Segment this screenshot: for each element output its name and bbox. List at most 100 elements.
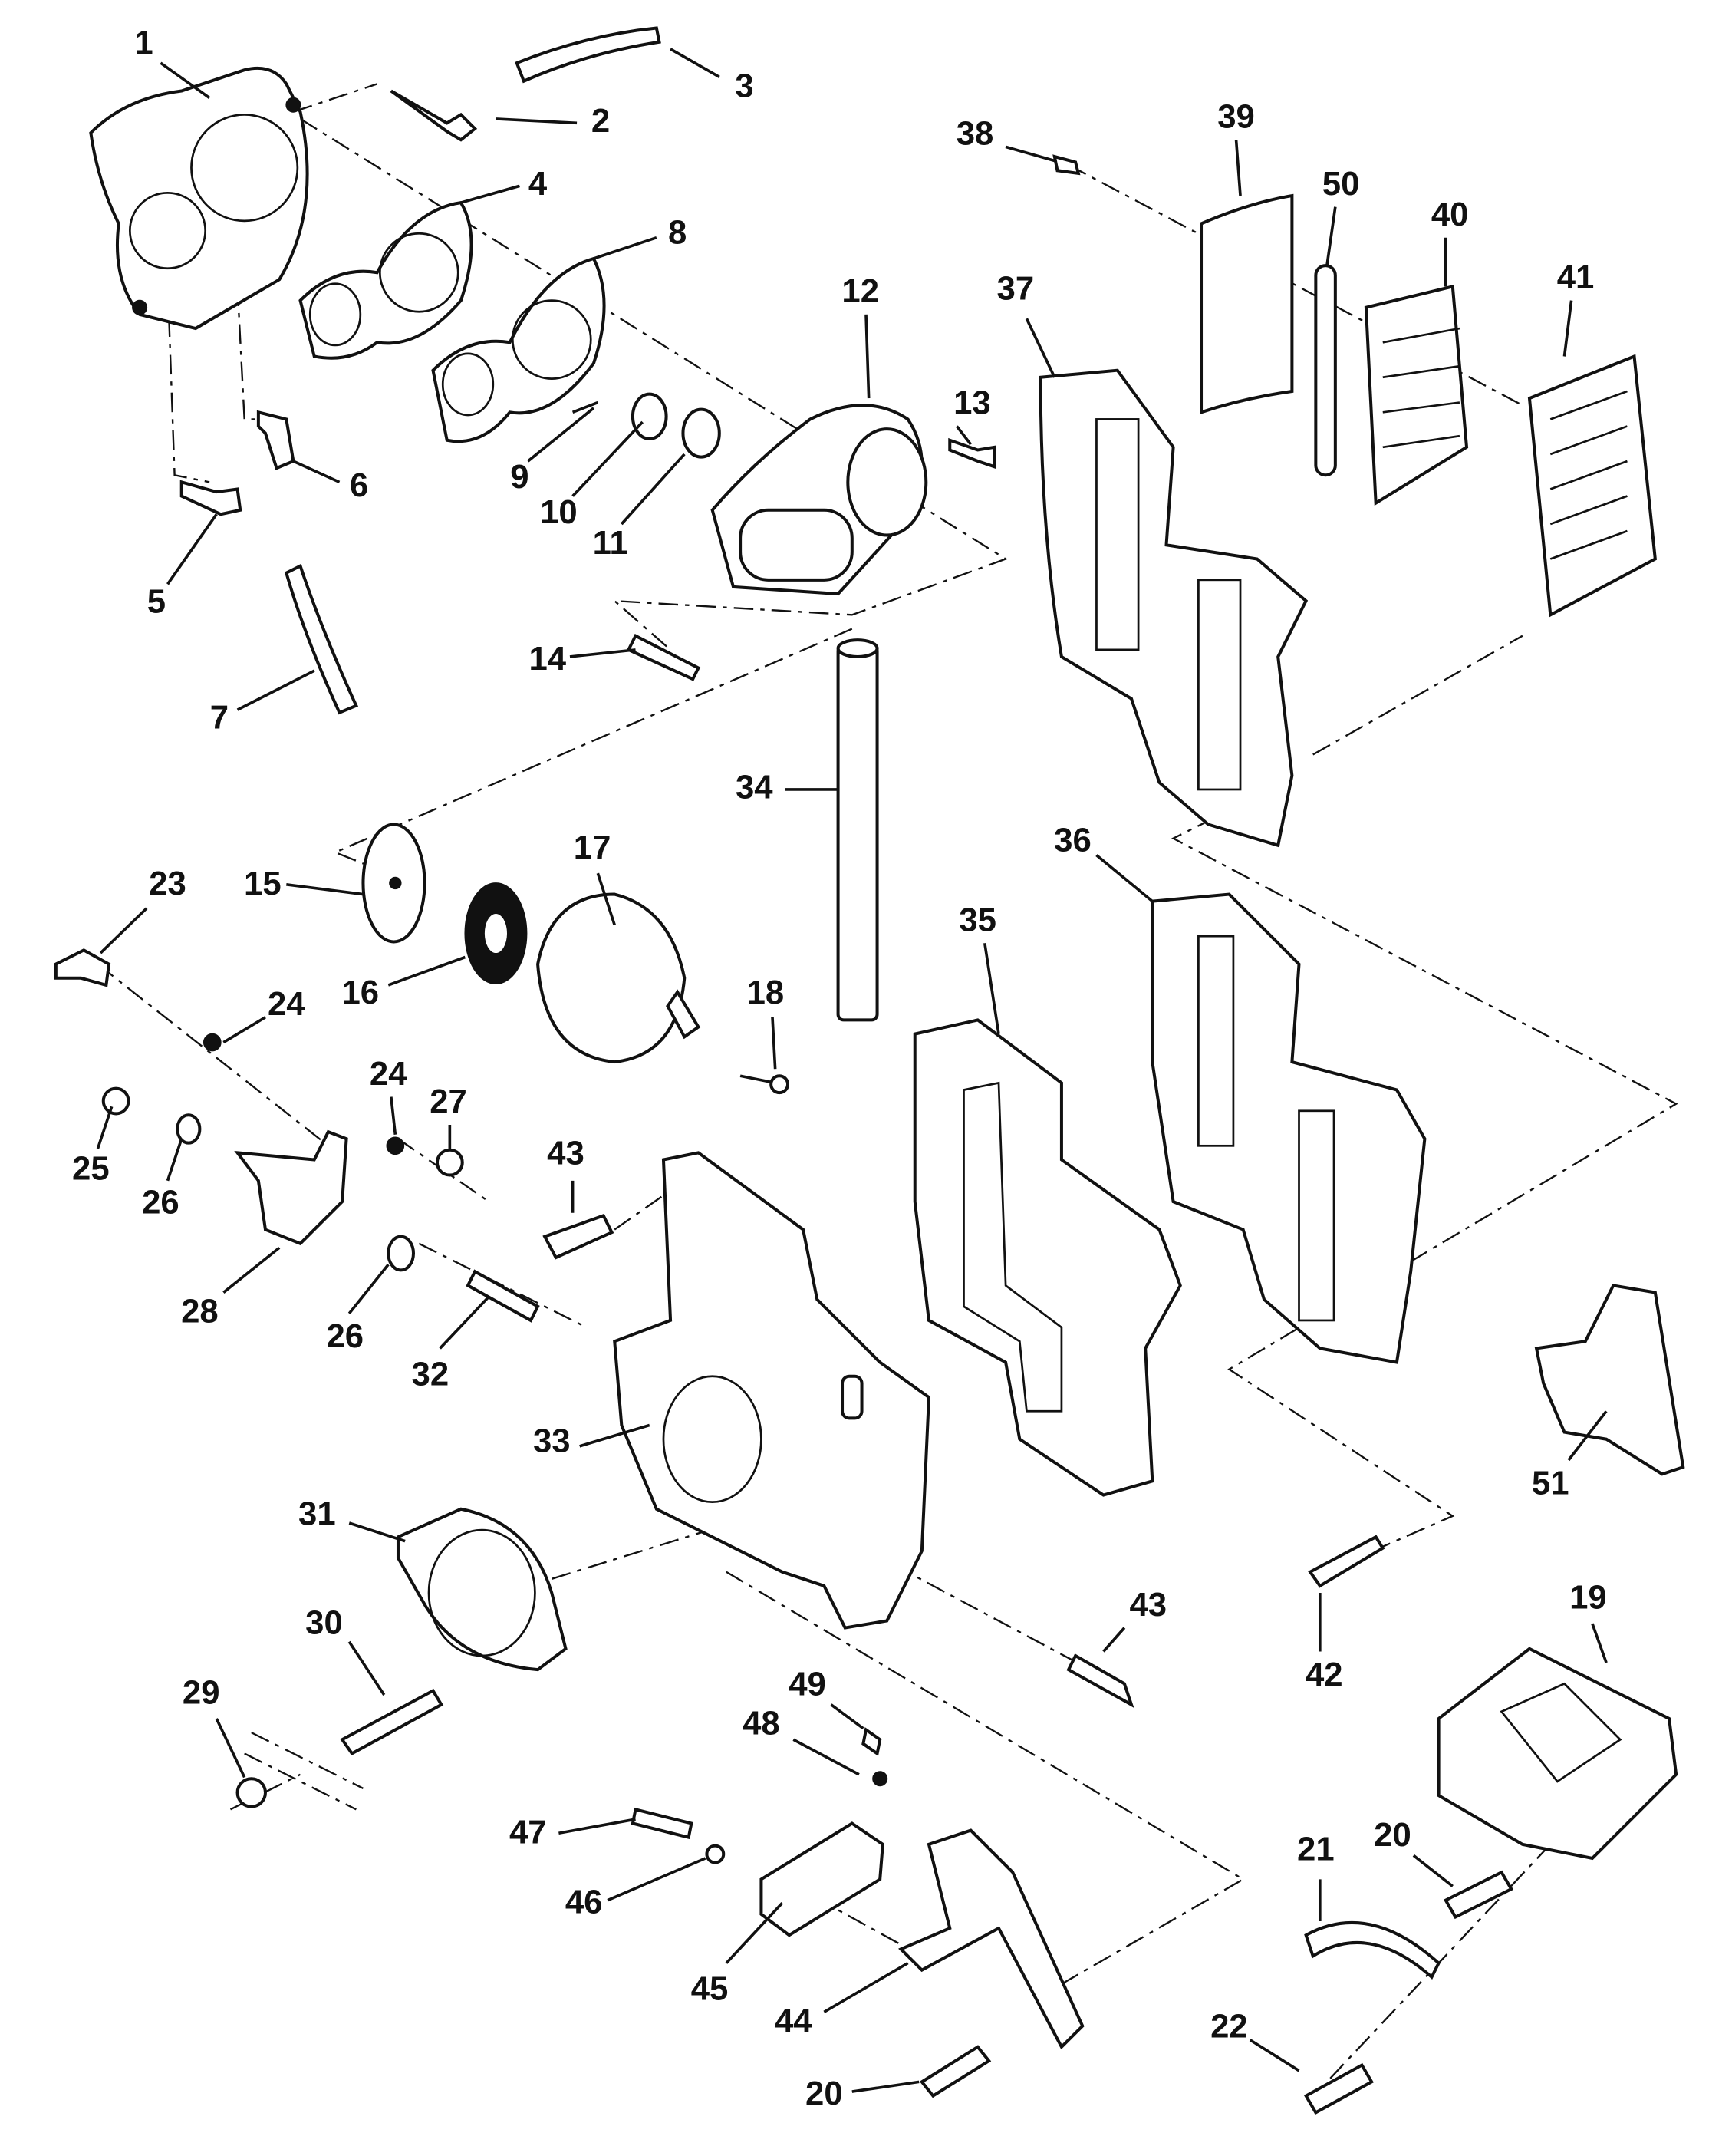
callout-51: 51 xyxy=(1532,1464,1569,1502)
part-30-stud xyxy=(340,1688,444,1756)
callout-22: 22 xyxy=(1210,2008,1248,2046)
part-12-starter xyxy=(710,404,928,596)
part-3-hose xyxy=(515,26,661,84)
callout-6: 6 xyxy=(350,466,368,504)
callout-39: 39 xyxy=(1217,97,1255,135)
callout-23: 23 xyxy=(149,865,186,902)
callout-36: 36 xyxy=(1054,822,1092,859)
callout-13: 13 xyxy=(953,384,991,422)
callout-20: 20 xyxy=(805,2075,843,2112)
callout-7: 7 xyxy=(210,698,229,736)
callout-26: 26 xyxy=(142,1183,179,1221)
callout-2: 2 xyxy=(591,102,610,140)
callout-34: 34 xyxy=(736,769,773,806)
callout-5: 5 xyxy=(147,582,166,620)
leader-lines xyxy=(96,48,1608,2093)
part-35-gasket xyxy=(913,1018,1182,1497)
callout-48: 48 xyxy=(743,1705,780,1742)
part-33-intake xyxy=(613,1151,930,1630)
callout-38: 38 xyxy=(957,114,994,152)
callout-16: 16 xyxy=(342,974,380,1011)
callout-25: 25 xyxy=(72,1150,110,1188)
part-27-nut xyxy=(435,1148,464,1177)
callout-32: 32 xyxy=(412,1355,449,1393)
callout-29: 29 xyxy=(183,1674,220,1712)
part-45-block xyxy=(759,1821,884,1937)
callout-21: 21 xyxy=(1297,1830,1335,1868)
callout-24: 24 xyxy=(268,985,305,1023)
callout-26: 26 xyxy=(326,1317,364,1355)
callout-37: 37 xyxy=(997,269,1035,307)
part-43-bolt xyxy=(542,1213,1134,1708)
part-8-gasket xyxy=(431,256,606,443)
part-46-washer xyxy=(705,1844,726,1864)
part-15-plate xyxy=(361,823,426,944)
part-49-screw xyxy=(861,1727,882,1756)
part-32-stud xyxy=(466,1269,540,1323)
part-42-screw xyxy=(1308,1535,1385,1588)
part-1-housing xyxy=(89,66,309,331)
callout-19: 19 xyxy=(1569,1579,1607,1617)
callout-labels: 1 2 3 4 8 12 13 38 39 50 40 41 37 5 6 9 … xyxy=(72,24,1607,2112)
part-51-bracket xyxy=(1534,1284,1685,1476)
callout-30: 30 xyxy=(305,1604,343,1641)
part-13-bolt xyxy=(948,437,996,470)
part-21-clamp xyxy=(1304,1920,1441,1980)
callout-3: 3 xyxy=(735,67,753,104)
part-6-elbow xyxy=(256,410,295,470)
callout-24: 24 xyxy=(370,1055,407,1093)
part-36-gasket xyxy=(1151,892,1427,1364)
callout-8: 8 xyxy=(668,214,687,252)
part-22-screw xyxy=(1303,2062,1374,2115)
part-48-spring xyxy=(872,1771,888,1787)
part-9-10-11 xyxy=(571,392,721,459)
part-34-tube xyxy=(836,638,879,1022)
callout-28: 28 xyxy=(181,1292,219,1330)
part-18-pin xyxy=(739,1074,790,1095)
callout-33: 33 xyxy=(533,1422,571,1460)
callout-14: 14 xyxy=(529,640,567,677)
callout-41: 41 xyxy=(1557,259,1595,296)
part-5-bolt xyxy=(179,480,242,516)
part-14-fitting xyxy=(626,633,701,681)
callout-27: 27 xyxy=(430,1083,467,1120)
callout-12: 12 xyxy=(841,272,879,310)
part-26-washer xyxy=(176,1113,416,1272)
callout-15: 15 xyxy=(244,865,282,902)
callout-44: 44 xyxy=(775,2002,812,2039)
callout-43: 43 xyxy=(547,1135,584,1172)
part-2-fitting xyxy=(390,89,478,142)
part-47-screw xyxy=(631,1807,693,1840)
callout-47: 47 xyxy=(509,1814,547,1851)
part-37-gasket xyxy=(1039,368,1309,848)
callout-43: 43 xyxy=(1130,1586,1167,1624)
callout-40: 40 xyxy=(1431,196,1469,233)
callout-42: 42 xyxy=(1306,1656,1343,1693)
part-17-cup xyxy=(536,892,701,1064)
callout-4: 4 xyxy=(528,165,548,203)
part-23-fitting xyxy=(54,948,111,987)
callout-1: 1 xyxy=(134,24,153,61)
part-20-bolt xyxy=(919,1870,1514,2098)
part-40-reeds xyxy=(1364,284,1469,506)
callout-45: 45 xyxy=(691,1970,729,2008)
part-41-reed-block xyxy=(1527,354,1657,618)
callout-35: 35 xyxy=(959,902,996,939)
part-16-washer xyxy=(464,882,528,984)
part-38-screw xyxy=(1052,154,1081,176)
callout-20: 20 xyxy=(1374,1816,1411,1854)
callout-18: 18 xyxy=(747,974,785,1011)
part-7-hose xyxy=(284,563,359,715)
part-29-nut xyxy=(235,1777,267,1808)
callout-17: 17 xyxy=(574,829,611,866)
callout-31: 31 xyxy=(298,1495,336,1532)
callout-9: 9 xyxy=(510,458,528,496)
part-19-plate xyxy=(1437,1647,1678,1861)
part-39-reed-plate xyxy=(1200,193,1294,415)
callout-50: 50 xyxy=(1322,165,1360,203)
callout-46: 46 xyxy=(565,1884,603,1921)
part-25-nut xyxy=(101,1086,130,1116)
part-24-nut xyxy=(203,1033,405,1155)
part-44-bracket xyxy=(898,1828,1085,2050)
